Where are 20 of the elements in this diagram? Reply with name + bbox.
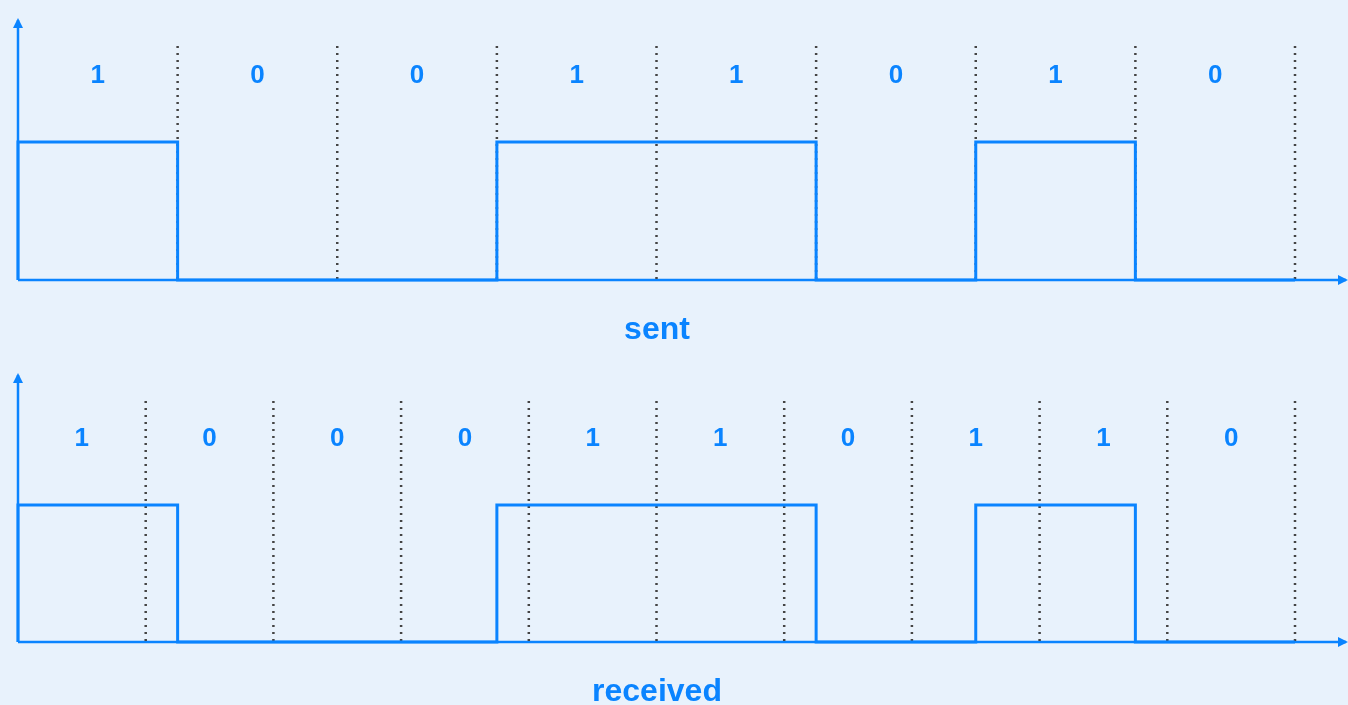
bit-value: 0 — [457, 424, 473, 450]
bit-value: 0 — [409, 61, 425, 87]
bit-value: 0 — [250, 61, 265, 87]
bit-value: 1 — [585, 424, 600, 450]
bit-value: 1 — [713, 424, 728, 450]
bit-value: 0 — [202, 424, 217, 450]
bit-value: 1 — [1096, 424, 1111, 450]
bit-value: 0 — [888, 61, 904, 87]
bit-value: 1 — [729, 61, 744, 87]
caption: received — [592, 674, 722, 705]
bit-value: 1 — [569, 61, 584, 87]
bit-value: 0 — [330, 424, 345, 450]
bit-value: 1 — [74, 424, 90, 450]
bit-value: 0 — [840, 424, 856, 450]
bit-value: 1 — [90, 61, 106, 87]
bit-value: 0 — [1223, 424, 1239, 450]
caption: sent — [624, 312, 690, 344]
bit-value: 1 — [1048, 61, 1063, 87]
bit-value: 1 — [968, 424, 983, 450]
bit-value: 0 — [1207, 61, 1223, 87]
